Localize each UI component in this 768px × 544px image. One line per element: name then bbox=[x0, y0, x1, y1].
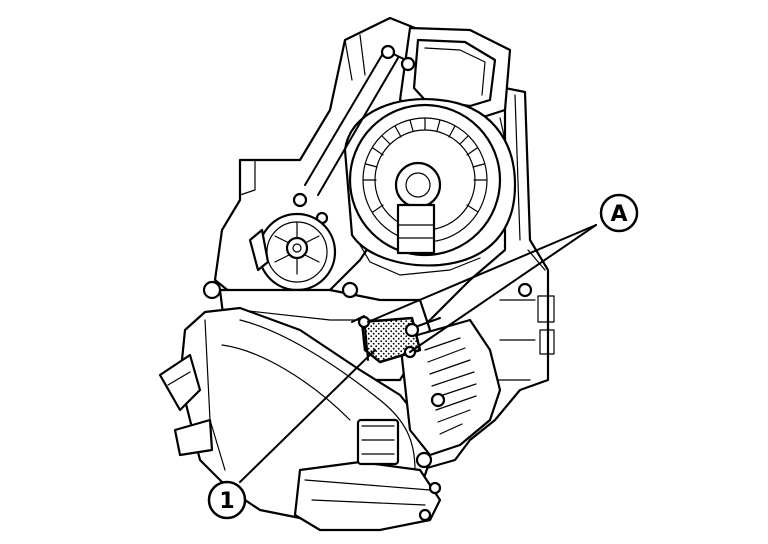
door-motor bbox=[248, 212, 337, 292]
leader-line-1 bbox=[239, 349, 376, 483]
leader-line-a-lower bbox=[409, 224, 597, 353]
linkage-rod bbox=[292, 44, 416, 225]
intake-duct bbox=[398, 26, 512, 141]
part-1-module bbox=[351, 315, 441, 364]
callout-1-label: 1 bbox=[219, 489, 234, 514]
bottom-assembly bbox=[293, 418, 442, 532]
callout-a-label: A bbox=[610, 202, 627, 227]
callout-1: 1 bbox=[207, 480, 247, 520]
floor-duct bbox=[398, 318, 502, 457]
blower-housing bbox=[343, 98, 517, 276]
callout-a: A bbox=[599, 193, 639, 233]
leader-line-a-upper bbox=[367, 224, 597, 323]
leader-lines bbox=[239, 224, 597, 483]
